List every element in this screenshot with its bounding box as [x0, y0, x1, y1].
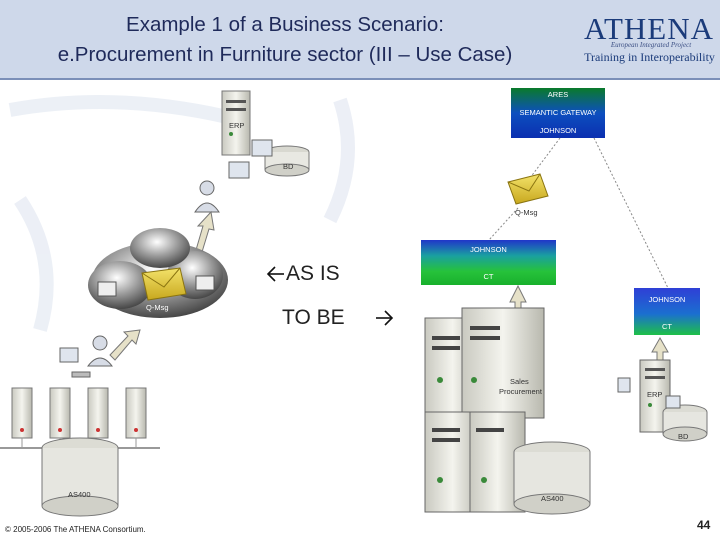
erp-label: ERP: [229, 121, 245, 130]
arrow-up-right: [651, 336, 669, 363]
to-be-arrow-icon: [376, 310, 394, 326]
procurement-label: Procurement: [499, 387, 542, 396]
bd-database: [264, 145, 310, 177]
copyright-text: © 2005-2006 The ATHENA Consortium.: [5, 525, 146, 534]
link-gateway-msg: [526, 137, 561, 183]
link-msg-mid: [488, 207, 519, 241]
arrow-to-bottom: [109, 329, 141, 361]
cloud-msg-label: Q-Msg: [146, 303, 169, 312]
header-rule: [0, 78, 720, 80]
page-number: 44: [697, 518, 711, 532]
as-is-arrow-icon: [266, 266, 284, 282]
arrow-to-erp: [195, 210, 215, 253]
to-be-label: TO BE: [282, 306, 345, 329]
gateway-bottom-label: JOHNSON: [539, 126, 577, 135]
as400-right-label: AS400: [541, 494, 564, 503]
athena-logo-subtitle: European Integrated Project: [610, 41, 692, 49]
qmsg-envelope: [507, 173, 549, 205]
bd-label: BD: [283, 162, 294, 171]
right-box-bottom-label: CT: [662, 322, 672, 331]
gateway-top-label: ARES: [547, 90, 569, 99]
johnson-ct-box-middle: [421, 240, 556, 285]
bd-right-label: BD: [678, 432, 689, 441]
athena-logo-name: ATHENA: [584, 11, 714, 46]
erp-server: [221, 90, 251, 156]
bd-database-right: [662, 404, 708, 442]
mid-box-top-label: JOHNSON: [470, 245, 507, 254]
qmsg-cloud: [88, 228, 228, 318]
athena-logo-tagline: Training in Interoperability: [584, 50, 715, 64]
watermark-shapes: [8, 95, 355, 332]
workstation-top: [228, 139, 273, 179]
as400-database-right: [513, 441, 591, 515]
gateway-mid-label: SEMANTIC GATEWAY: [519, 108, 597, 117]
slide-title: Example 1 of a Business Scenario: e.Proc…: [0, 10, 570, 70]
mid-box-bottom-label: CT: [483, 272, 494, 281]
right-box-top-label: JOHNSON: [648, 295, 686, 304]
diagram-graphics: [0, 88, 708, 517]
title-line-1: Example 1 of a Business Scenario:: [126, 13, 444, 36]
user-top: [194, 180, 220, 213]
server-rack-left: [0, 387, 160, 449]
right-msg-label: Q-Msg: [515, 208, 538, 217]
header-band: [0, 0, 720, 78]
semantic-gateway-box: [511, 88, 605, 138]
sales-procurement-servers: [424, 307, 545, 513]
johnson-ct-box-right: [634, 288, 700, 335]
as400-database-left: [41, 437, 119, 517]
sales-label: Sales: [510, 377, 529, 386]
user-bottom: [59, 335, 114, 378]
link-gateway-right: [593, 137, 669, 289]
as-is-label: AS IS: [286, 262, 340, 285]
as400-left-label: AS400: [68, 490, 91, 499]
erp-right-label: ERP: [647, 390, 663, 399]
workstation-right: [617, 377, 681, 409]
title-line-2: e.Procurement in Furniture sector (III –…: [57, 43, 513, 66]
